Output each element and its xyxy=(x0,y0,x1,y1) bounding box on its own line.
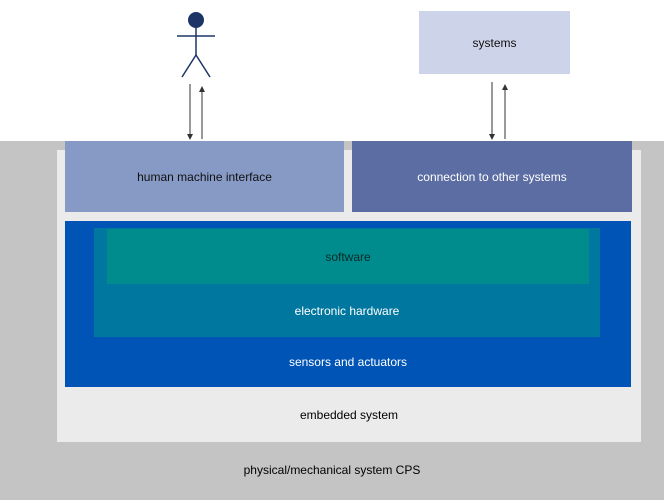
hmi-label: human machine interface xyxy=(137,169,272,184)
connection-box: connection to other systems xyxy=(352,141,632,212)
systems-label: systems xyxy=(472,35,517,50)
connection-label: connection to other systems xyxy=(417,169,567,184)
embedded-system-label: embedded system xyxy=(299,408,399,422)
person-icon xyxy=(177,12,215,78)
sensors-actuators-label: sensors and actuators xyxy=(288,355,408,369)
software-box: software xyxy=(107,229,589,284)
hmi-box: human machine interface xyxy=(65,141,344,212)
electronic-hardware-label: electronic hardware xyxy=(294,304,400,318)
systems-box: systems xyxy=(419,11,570,74)
cps-label: physical/mechanical system CPS xyxy=(243,463,421,477)
software-label: software xyxy=(325,249,371,264)
